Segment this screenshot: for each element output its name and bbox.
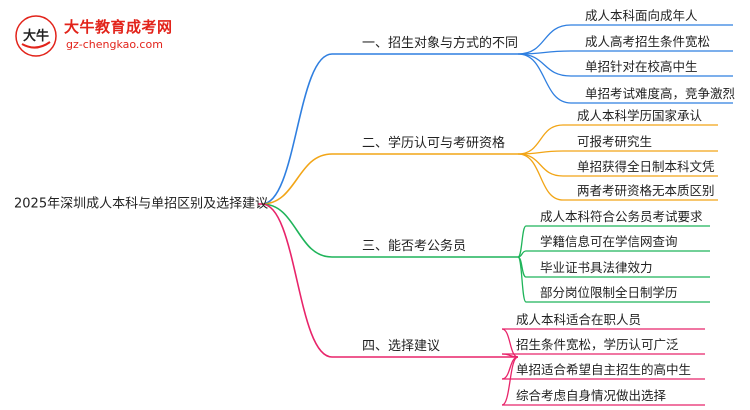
leaf-label-1-2: 成人高考招生条件宽松 [585, 34, 710, 49]
leaf-label-1-3: 单招针对在校高中生 [585, 59, 698, 74]
leaf-label-2-4: 两者考研资格无本质区别 [577, 183, 715, 198]
logo-mark-icon: 大牛 [15, 15, 57, 57]
branch-link-1 [261, 53, 333, 205]
leaf-link-4-4 [501, 356, 519, 406]
leaf-link-4-1 [501, 328, 519, 358]
leaf-link-2-3 [517, 153, 564, 177]
leaf-label-1-4: 单招考试难度高，竞争激烈 [585, 86, 735, 101]
logo-name: 大牛教育成考网 [64, 18, 173, 36]
logo-url: gz-chengkao.com [66, 38, 163, 51]
leaf-label-3-3: 毕业证书具法律效力 [540, 260, 653, 275]
leaf-label-3-4: 部分岗位限制全日制学历 [540, 285, 678, 300]
root-label: 2025年深圳成人本科与单招区别及选择建议 [14, 197, 268, 212]
leaf-label-4-3: 单招适合希望自主招生的高中生 [516, 362, 691, 377]
branch-label-3: 三、能否考公务员 [362, 238, 466, 254]
leaf-label-3-2: 学籍信息可在学信网查询 [540, 234, 678, 249]
branch-link-3 [261, 203, 333, 258]
leaf-link-1-1 [517, 24, 572, 55]
leaf-link-1-3 [517, 53, 572, 77]
leaf-label-1-1: 成人本科面向成年人 [585, 8, 698, 23]
leaf-link-2-1 [517, 124, 564, 155]
leaf-label-4-1: 成人本科适合在职人员 [516, 312, 641, 327]
leaf-link-1-4 [517, 53, 572, 104]
leaf-label-2-3: 单招获得全日制本科文凭 [577, 159, 715, 174]
branch-label-1: 一、招生对象与方式的不同 [362, 35, 518, 51]
leaf-label-3-1: 成人本科符合公务员考试要求 [540, 209, 703, 224]
mindmap-links [258, 24, 733, 406]
leaf-label-2-2: 可报考研究生 [577, 134, 652, 149]
logo-mark-text: 大牛 [23, 28, 49, 44]
branch-link-2 [261, 153, 333, 205]
branch-link-4 [261, 203, 333, 358]
leaf-link-3-4 [517, 256, 527, 303]
leaf-label-4-2: 招生条件宽松，学历认可广泛 [516, 337, 679, 352]
site-logo[interactable]: 大牛 大牛教育成考网 gz-chengkao.com [14, 14, 214, 58]
leaf-link-2-4 [517, 153, 564, 201]
leaf-label-2-1: 成人本科学历国家承认 [577, 108, 703, 123]
mindmap-nodes: 2025年深圳成人本科与单招区别及选择建议 一、招生对象与方式的不同 成人本科面向成… [14, 8, 735, 403]
branch-label-4: 四、选择建议 [362, 339, 440, 354]
leaf-link-3-1 [517, 225, 527, 258]
leaf-label-4-4: 综合考虑自身情况做出选择 [516, 388, 667, 403]
branch-label-2: 二、学历认可与考研资格 [362, 135, 505, 151]
leaf-link-3-2 [517, 250, 527, 258]
